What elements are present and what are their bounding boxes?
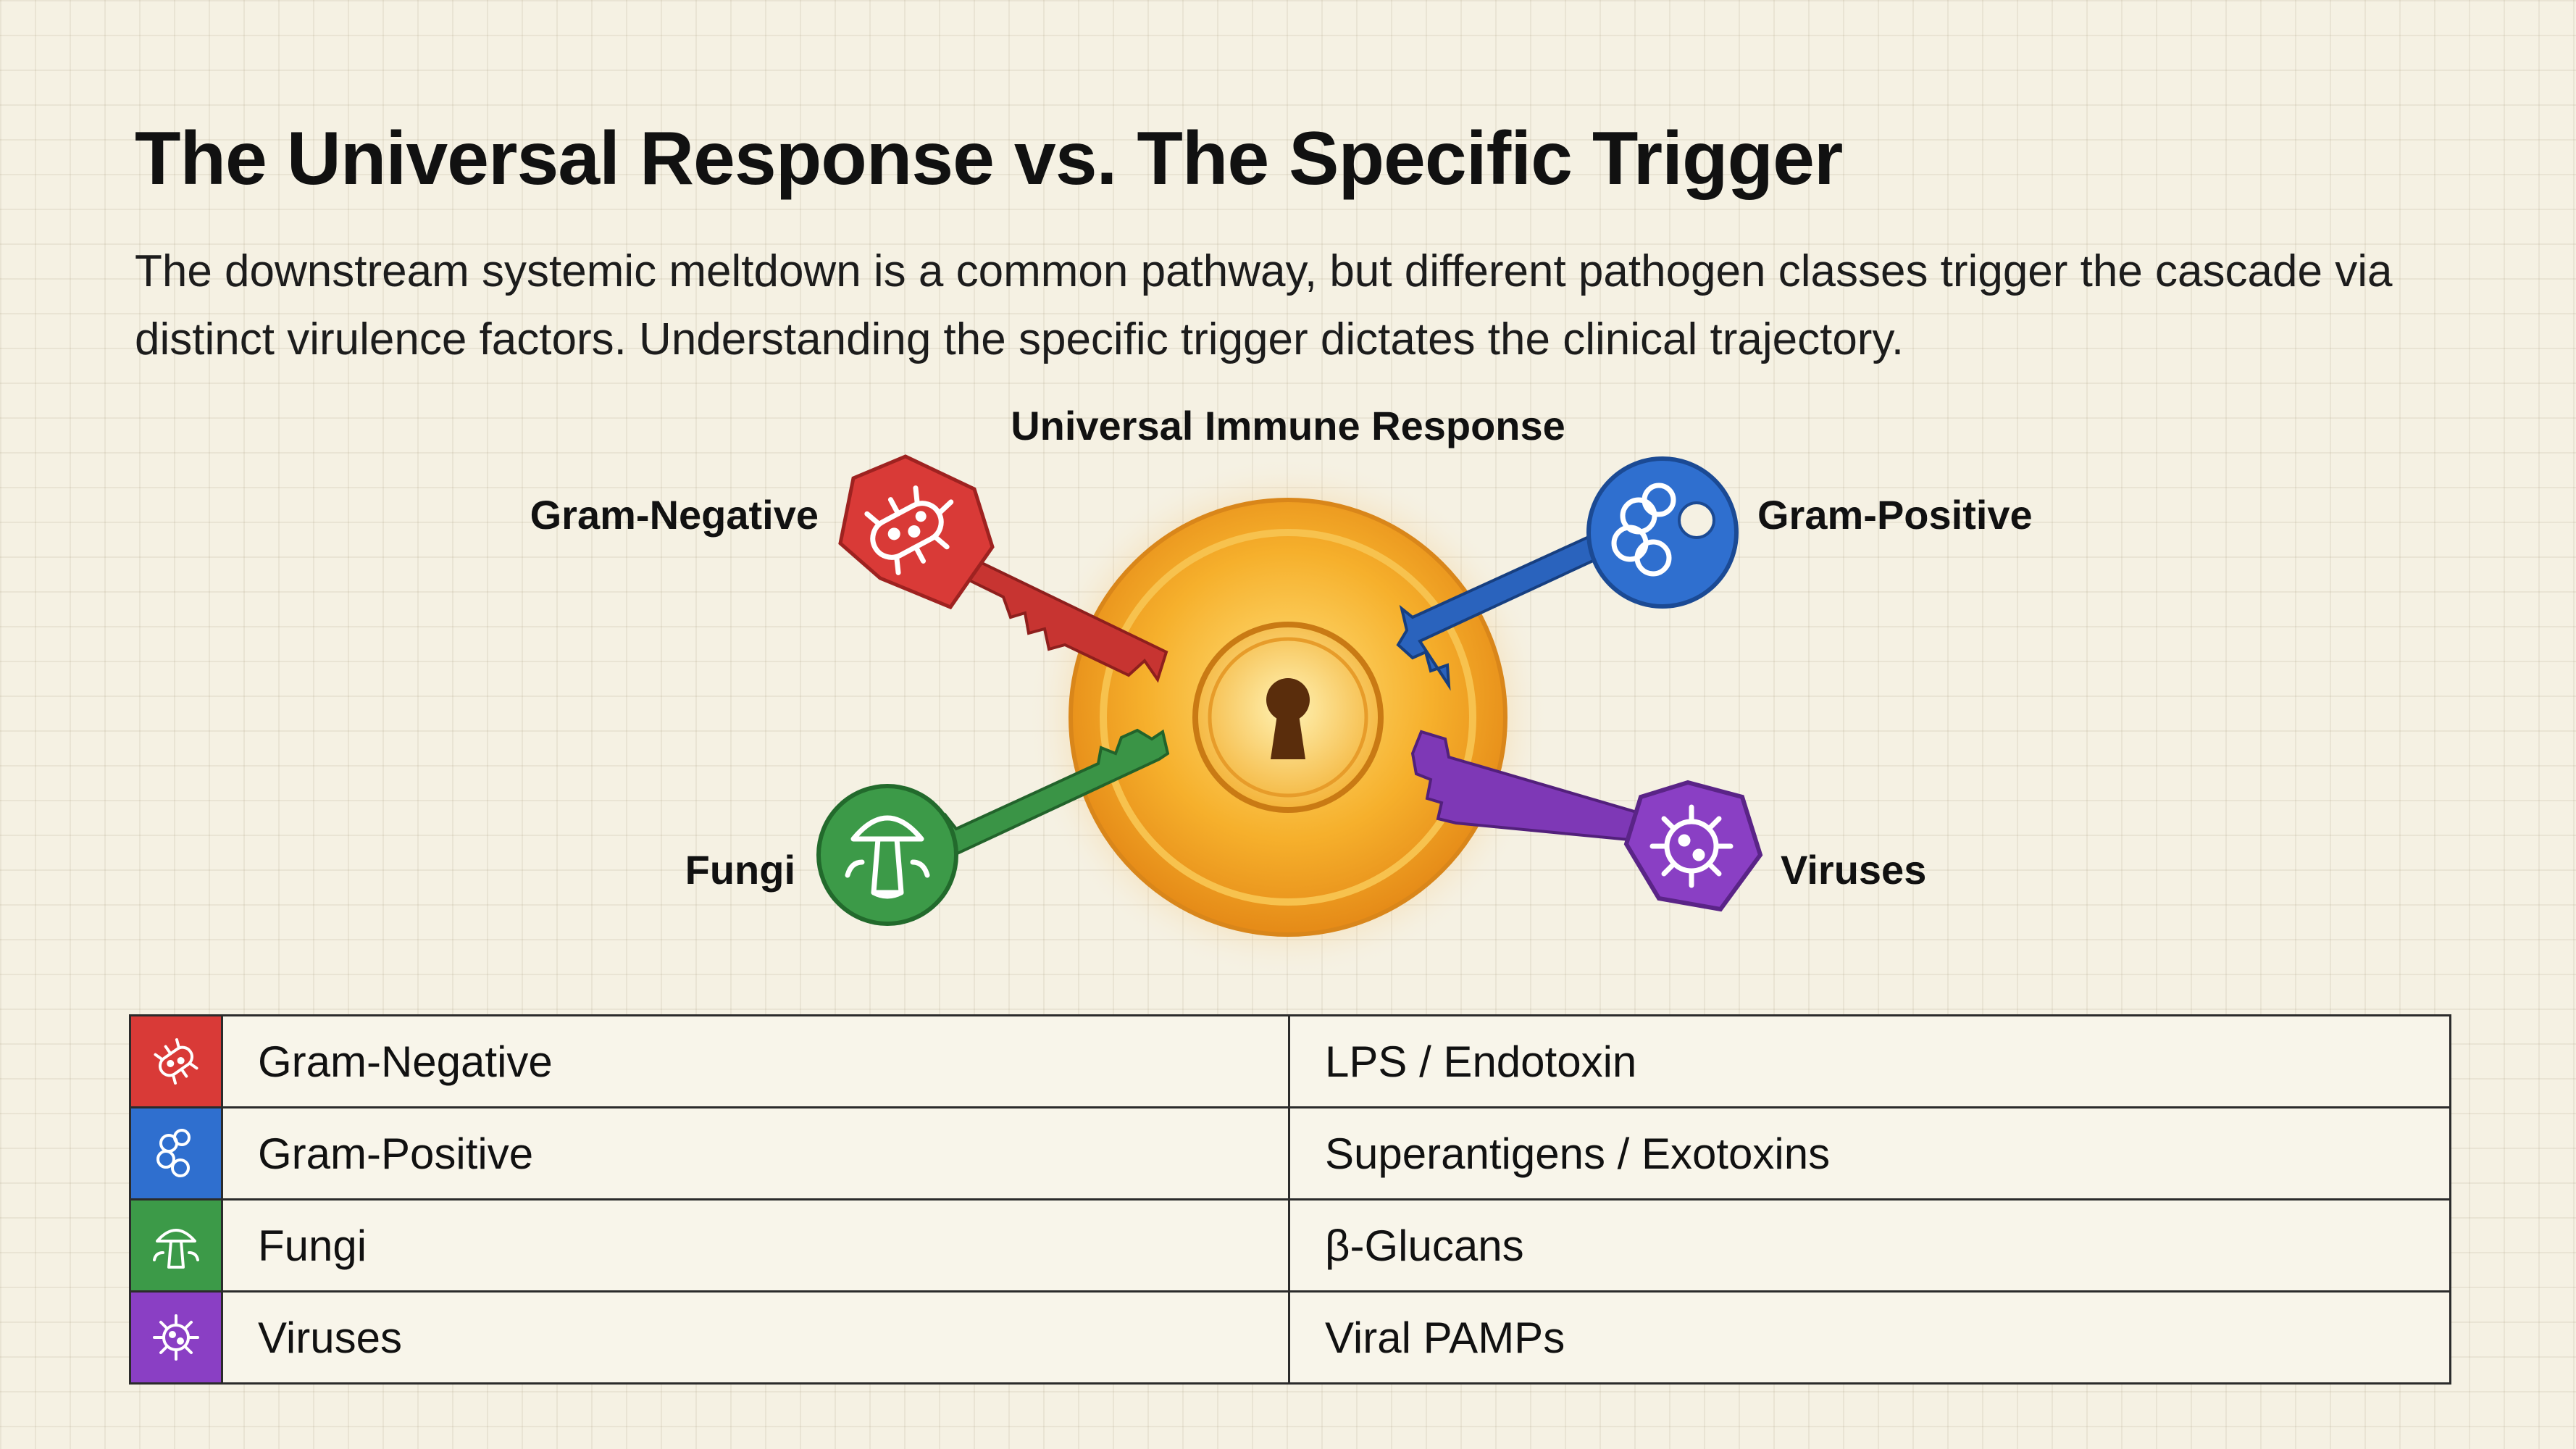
pathogen-name: Gram-Negative <box>223 1016 1290 1106</box>
virulence-factor: LPS / Endotoxin <box>1325 1037 1637 1086</box>
pathogen-name: Fungi <box>223 1200 1290 1290</box>
pathogen-name: Gram-Positive <box>223 1108 1290 1198</box>
lock-and-keys-diagram: Universal Immune Response <box>0 391 2576 971</box>
page-title: The Universal Response vs. The Specific … <box>135 117 1843 201</box>
virulence-factor: β-Glucans <box>1325 1221 1524 1270</box>
mushroom-icon <box>153 1229 199 1269</box>
row-icon-cell <box>131 1108 223 1198</box>
mushroom-icon <box>845 815 930 899</box>
label-fungi: Fungi <box>685 847 795 893</box>
center-label: Universal Immune Response <box>1011 403 1565 448</box>
virulence-factor: Superantigens / Exotoxins <box>1325 1129 1831 1178</box>
key-gram-negative <box>838 454 1168 683</box>
bacillus-icon <box>154 1038 198 1085</box>
lock <box>1027 456 1549 971</box>
label-gram-positive: Gram-Positive <box>1757 492 2033 538</box>
table-row: Gram-Negative LPS / Endotoxin <box>131 1016 2449 1106</box>
table-row: Viruses Viral PAMPs <box>131 1290 2449 1382</box>
key-fungi <box>816 728 1170 926</box>
table-row: Gram-Positive Superantigens / Exotoxins <box>131 1106 2449 1198</box>
virus-icon <box>153 1314 199 1361</box>
pathogen-name: Viruses <box>223 1293 1290 1382</box>
label-gram-negative: Gram-Negative <box>530 492 819 538</box>
bacillus-icon <box>864 485 954 575</box>
label-viruses: Viruses <box>1781 847 1926 893</box>
virus-icon <box>1649 804 1734 888</box>
virulence-factor: Viral PAMPs <box>1325 1313 1565 1362</box>
row-icon-cell <box>131 1016 223 1106</box>
keyhole-icon <box>1266 678 1310 759</box>
key-viruses <box>1410 730 1763 912</box>
trigger-table: Gram-Negative LPS / Endotoxin Gram-Posit… <box>129 1014 2451 1385</box>
key-gram-positive <box>1396 456 1739 691</box>
page-subtitle: The downstream systemic meltdown is a co… <box>135 246 2393 364</box>
row-icon-cell <box>131 1293 223 1382</box>
cocci-icon <box>1611 483 1676 577</box>
row-icon-cell <box>131 1200 223 1290</box>
cocci-icon <box>156 1129 191 1177</box>
table-row: Fungi β-Glucans <box>131 1198 2449 1290</box>
